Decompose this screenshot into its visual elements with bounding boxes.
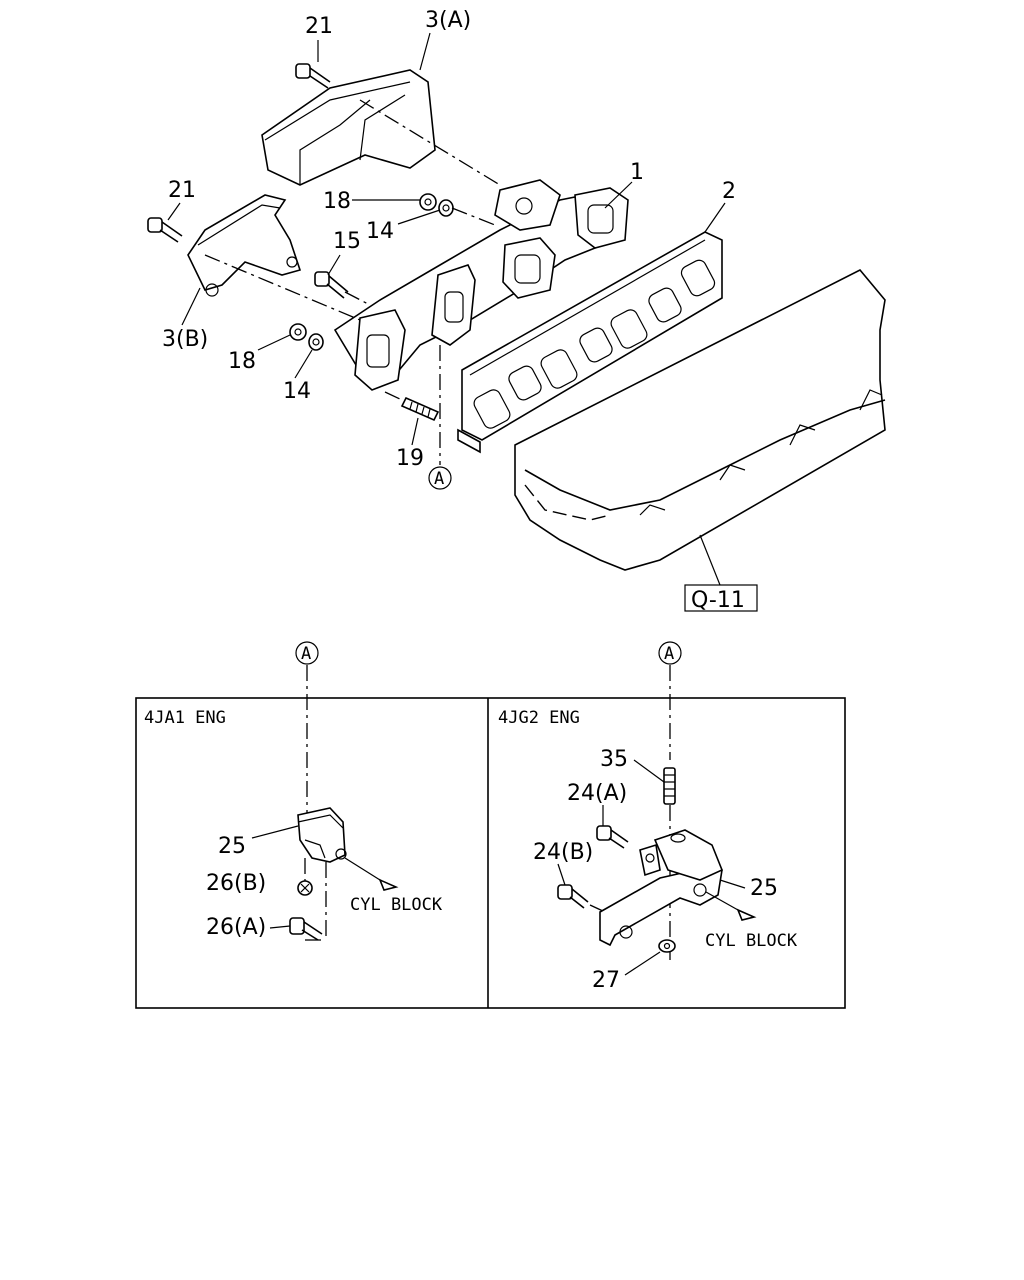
bolt-24b: [557, 884, 589, 909]
stud-35: [663, 767, 676, 805]
bracket-25-left: [297, 807, 347, 863]
bolt-24a: [596, 825, 629, 849]
svg-text:A: A: [301, 644, 311, 664]
centerline-stud-19: [384, 391, 403, 401]
washer-14-top: [438, 199, 454, 217]
ref-a-right: A: [658, 641, 682, 665]
callout-21-left: 21: [168, 178, 196, 203]
bolt-26a: [289, 917, 323, 941]
callout-24a: 24(A): [567, 781, 627, 806]
centerline-bolt-15: [344, 291, 371, 306]
svg-text:A: A: [434, 469, 444, 489]
direction-label-left: CYL BLOCK: [350, 895, 443, 915]
heat-shield-lower: [187, 194, 302, 297]
bolt-15: [314, 271, 349, 299]
callout-18-top: 18: [323, 189, 351, 214]
callout-25-left: 25: [218, 834, 246, 859]
callout-24b: 24(B): [533, 840, 593, 865]
centerline-bolt-18: [451, 207, 496, 226]
callout-2: 2: [722, 179, 736, 204]
panel-left-title: 4JA1 ENG: [144, 708, 226, 728]
bolt-21-left: [147, 217, 183, 243]
nut-18-low: [289, 323, 307, 341]
callout-14-low: 14: [283, 379, 311, 404]
exhaust-gasket: [457, 231, 723, 454]
callout-26b: 26(B): [206, 871, 266, 896]
callout-25-right: 25: [750, 876, 778, 901]
direction-label-right: CYL BLOCK: [705, 931, 798, 951]
callout-3a: 3(A): [425, 8, 471, 33]
detail-frame: [135, 697, 846, 1009]
nut-27: [658, 939, 676, 953]
bolt-21-top: [295, 63, 331, 89]
callout-27: 27: [592, 968, 620, 993]
callout-18-low: 18: [228, 349, 256, 374]
callout-14-top: 14: [366, 219, 394, 244]
callout-35: 35: [600, 747, 628, 772]
svg-text:Q-11: Q-11: [691, 588, 745, 613]
exhaust-manifold: [333, 179, 629, 391]
bolt-26b: [297, 880, 313, 896]
panel-right-title: 4JG2 ENG: [498, 708, 580, 728]
stud-19: [400, 396, 440, 422]
ref-a-main: A: [428, 466, 452, 490]
callout-15: 15: [333, 229, 361, 254]
callout-21-top: 21: [305, 14, 333, 39]
heat-shield-upper: [261, 69, 436, 186]
ref-box-q11: Q-11: [684, 584, 758, 613]
nut-18-top: [419, 193, 437, 211]
centerline-shield-upper: [359, 99, 501, 186]
callout-1: 1: [630, 160, 644, 185]
ref-a-left: A: [295, 641, 319, 665]
washer-14-low: [308, 333, 324, 351]
callout-3b: 3(B): [162, 327, 208, 352]
callout-19: 19: [396, 446, 424, 471]
cylinder-head-outline: [514, 268, 886, 571]
callout-26a: 26(A): [206, 915, 266, 940]
svg-text:A: A: [664, 644, 674, 664]
bracket-25-right: [599, 829, 724, 947]
